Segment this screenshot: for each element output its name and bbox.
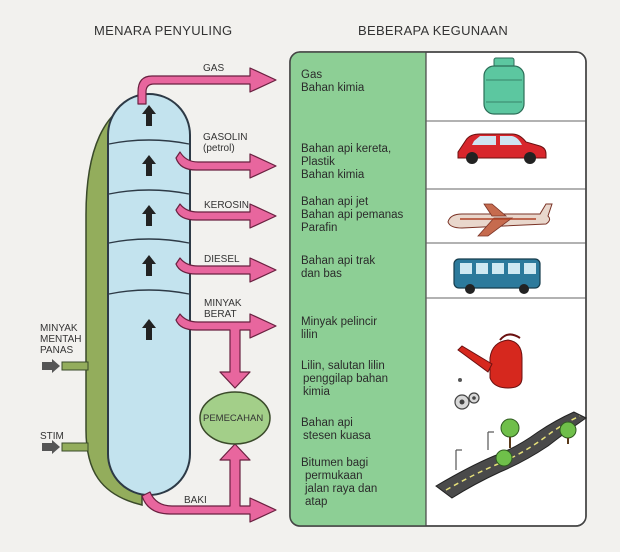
diesel-label: DIESEL bbox=[204, 254, 240, 265]
tray-divider bbox=[108, 189, 190, 195]
tray-divider bbox=[108, 139, 190, 145]
diesel-uses: Bahan api trak dan bas bbox=[301, 255, 376, 280]
diesel-arrow bbox=[175, 257, 277, 283]
tower-heading: MENARA PENYULING bbox=[94, 23, 233, 38]
road-icon bbox=[435, 411, 587, 499]
gas-cylinder-icon bbox=[483, 57, 525, 115]
gasoline-label: GASOLIN (petrol) bbox=[203, 132, 248, 154]
airplane-icon bbox=[447, 203, 553, 237]
distillation-column bbox=[107, 93, 191, 496]
power-station-uses: Bahan api stesen kuasa bbox=[301, 417, 371, 442]
tray-divider bbox=[108, 289, 190, 295]
residue-label: BAKI bbox=[184, 495, 207, 506]
residue-uses: Bitumen bagi permukaan jalan raya dan at… bbox=[301, 457, 378, 508]
gasoline-uses: Bahan api kereta, Plastik Bahan kimia bbox=[301, 143, 392, 181]
vapor-up-arrow bbox=[142, 155, 156, 176]
gasoline-arrow bbox=[175, 151, 277, 179]
heavy-oil-uses: Minyak pelincir lilin bbox=[301, 316, 378, 341]
vapor-up-arrow bbox=[142, 105, 156, 126]
wax-uses: Lilin, salutan lilin penggilap bahan kim… bbox=[301, 360, 389, 398]
oil-can-icon bbox=[454, 333, 523, 410]
kerosene-label: KEROSIN bbox=[204, 200, 250, 211]
vapor-up-arrow bbox=[142, 319, 156, 340]
steam-label: STIM bbox=[40, 431, 64, 442]
uses-table-outline bbox=[289, 51, 587, 527]
heavy-oil-arrow bbox=[175, 313, 277, 389]
crude-oil-label: MINYAK MENTAH PANAS bbox=[40, 323, 82, 356]
uses-green-column bbox=[290, 52, 426, 526]
gas-label: GAS bbox=[203, 63, 225, 74]
gas-uses: Gas Bahan kimia bbox=[301, 69, 365, 94]
residue-arrow bbox=[141, 443, 277, 523]
bus-icon bbox=[453, 258, 541, 294]
car-icon bbox=[457, 133, 547, 164]
crude-oil-inlet bbox=[61, 361, 89, 371]
kerosene-arrow bbox=[175, 203, 277, 229]
cracking-unit bbox=[199, 391, 271, 445]
cracking-label: PEMECAHAN bbox=[203, 413, 264, 424]
crude-oil-inlet-arrow bbox=[42, 359, 60, 373]
kerosene-uses: Bahan api jet Bahan api pemanas Parafin bbox=[301, 196, 404, 234]
steam-inlet bbox=[61, 442, 89, 452]
gas-arrow bbox=[137, 67, 277, 105]
uses-heading: BEBERAPA KEGUNAAN bbox=[358, 23, 509, 38]
steam-inlet-arrow bbox=[42, 440, 60, 454]
vapor-up-arrow bbox=[142, 255, 156, 276]
heavy-oil-label: MINYAK BERAT bbox=[204, 298, 242, 320]
vapor-up-arrow bbox=[142, 205, 156, 226]
tray-divider bbox=[108, 238, 190, 244]
